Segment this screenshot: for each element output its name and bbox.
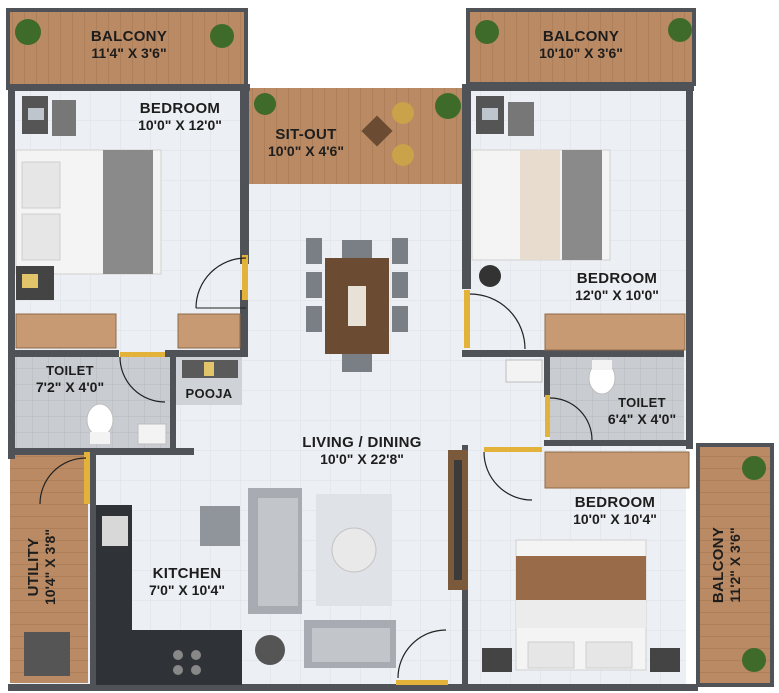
room-dims: 11'2" X 3'6" — [727, 527, 744, 603]
room-dims: 10'4" X 3'8" — [42, 529, 59, 605]
room-name: BALCONY — [90, 28, 168, 45]
room-dims: 12'0" X 10'0" — [575, 287, 659, 304]
room-name: KITCHEN — [152, 565, 222, 582]
room-name: BALCONY — [542, 28, 620, 45]
label-pooja: POOJA — [178, 386, 240, 402]
room-name: BEDROOM — [576, 270, 658, 287]
label-living-dining: LIVING / DINING 10'0" X 22'8" — [286, 434, 438, 467]
toilet-right-fixtures — [545, 360, 616, 441]
room-name: POOJA — [185, 386, 233, 401]
label-kitchen: KITCHEN 7'0" X 10'4" — [134, 565, 240, 598]
room-name: UTILITY — [25, 537, 42, 597]
label-bedroom-right: BEDROOM 12'0" X 10'0" — [558, 270, 676, 303]
room-dims: 6'4" X 4'0" — [607, 410, 677, 427]
label-toilet-left: TOILET 7'2" X 4'0" — [22, 363, 118, 395]
label-balcony-top-left: BALCONY 11'4" X 3'6" — [70, 28, 188, 61]
room-dims: 10'0" X 12'0" — [138, 117, 222, 134]
toilet-right-floor — [550, 357, 684, 445]
dining-table — [306, 238, 408, 372]
toilet-left-fixtures — [86, 352, 167, 445]
room-name: SIT-OUT — [275, 126, 337, 143]
bedroom-bottom-furniture — [482, 447, 690, 672]
pooja-fixtures — [182, 360, 238, 378]
bedroom-left-furniture — [15, 96, 248, 349]
label-toilet-right: TOILET 6'4" X 4'0" — [594, 395, 690, 427]
living-furniture — [200, 450, 468, 685]
room-name: TOILET — [618, 395, 666, 410]
label-sit-out: SIT-OUT 10'0" X 4'6" — [254, 126, 358, 159]
bedroom-right-furniture — [464, 96, 686, 383]
room-dims: 10'0" X 4'6" — [268, 143, 344, 160]
balcony-right — [696, 443, 774, 687]
label-balcony-right: BALCONY 11'2" X 3'6" — [710, 513, 750, 617]
label-balcony-top-right: BALCONY 10'10" X 3'6" — [520, 28, 642, 61]
walls — [8, 84, 698, 691]
room-name: BALCONY — [710, 526, 727, 604]
label-bedroom-bottom: BEDROOM 10'0" X 10'4" — [556, 494, 674, 527]
sit-out-deck — [248, 88, 466, 184]
room-dims: 11'4" X 3'6" — [91, 45, 167, 62]
room-dims: 10'0" X 22'8" — [320, 451, 404, 468]
label-utility: UTILITY 10'4" X 3'8" — [25, 515, 65, 619]
sit-out-furniture — [361, 102, 414, 166]
label-bedroom-left: BEDROOM 10'0" X 12'0" — [118, 100, 242, 133]
room-name: BEDROOM — [139, 100, 221, 117]
room-dims: 10'10" X 3'6" — [539, 45, 623, 62]
room-dims: 10'0" X 10'4" — [573, 511, 657, 528]
room-dims: 7'0" X 10'4" — [149, 582, 225, 599]
room-name: LIVING / DINING — [302, 434, 422, 451]
room-name: TOILET — [46, 363, 94, 378]
room-dims: 7'2" X 4'0" — [35, 378, 105, 395]
plants — [15, 18, 766, 672]
balcony-top-right — [466, 8, 696, 86]
kitchen-counter — [24, 452, 242, 685]
room-name: BEDROOM — [574, 494, 656, 511]
